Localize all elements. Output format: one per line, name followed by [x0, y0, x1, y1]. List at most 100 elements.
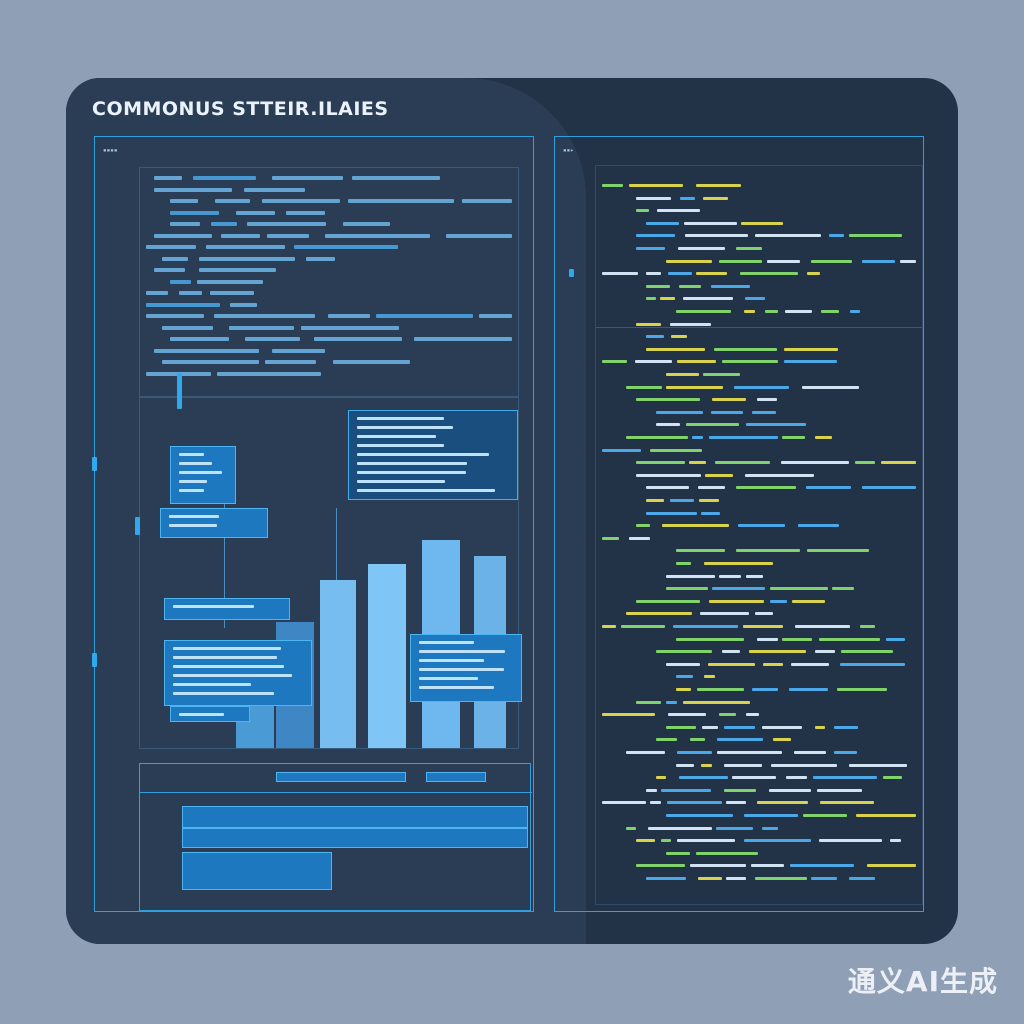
code-line-segment: [676, 637, 744, 641]
code-view[interactable]: [595, 165, 923, 905]
code-line-segment: [646, 272, 661, 276]
code-line-segment: [795, 625, 850, 628]
code-line-segment: [862, 259, 895, 263]
code-line-segment: [446, 233, 512, 238]
code-line-segment: [671, 335, 687, 339]
menu-arrow-icon[interactable]: ▪▪▸: [563, 147, 574, 154]
code-line-segment: [197, 279, 263, 284]
card-text-line: [179, 453, 204, 456]
code-line-segment: [636, 247, 665, 250]
card-text-line: [419, 659, 484, 662]
code-line-segment: [769, 788, 811, 792]
code-line-segment: [744, 814, 798, 817]
code-line-segment: [781, 461, 849, 465]
code-line-segment: [755, 877, 807, 880]
card-text-line: [357, 471, 466, 474]
code-line-segment: [704, 675, 715, 679]
code-line-segment: [646, 499, 664, 502]
code-line-segment: [726, 801, 746, 805]
code-line-segment: [229, 325, 294, 330]
code-line-segment: [170, 222, 200, 226]
code-line-segment: [666, 385, 723, 389]
menu-dots-icon[interactable]: ▪▪▪▪: [103, 147, 118, 154]
code-line-segment: [626, 385, 662, 389]
code-line-segment: [736, 247, 762, 250]
list-row[interactable]: [182, 828, 528, 848]
code-line-segment: [352, 176, 440, 180]
code-line-segment: [646, 347, 705, 351]
code-line-segment: [751, 864, 784, 868]
code-line-segment: [757, 801, 808, 805]
code-line-segment: [785, 310, 812, 313]
code-line-segment: [738, 524, 785, 528]
code-line-segment: [666, 662, 700, 666]
code-line-segment: [745, 473, 814, 477]
code-line-segment: [621, 625, 665, 628]
code-line-segment: [656, 650, 712, 654]
info-card[interactable]: [410, 634, 522, 702]
code-line-segment: [807, 549, 869, 553]
code-line-segment: [763, 662, 783, 666]
info-card[interactable]: [164, 640, 312, 706]
code-line-segment: [199, 256, 295, 261]
list-row[interactable]: [182, 806, 528, 828]
code-line-segment: [784, 360, 837, 364]
info-card[interactable]: [170, 706, 250, 722]
code-line-segment: [301, 325, 399, 330]
scroll-marker[interactable]: [92, 457, 97, 471]
code-line-segment: [661, 839, 671, 843]
code-line-segment: [692, 436, 703, 439]
bottom-panel[interactable]: [139, 763, 532, 911]
connector-line: [224, 478, 225, 628]
code-line-segment: [890, 839, 901, 843]
code-line-segment: [770, 587, 828, 591]
code-line-segment: [221, 233, 260, 238]
scroll-marker[interactable]: [92, 653, 97, 667]
code-line-segment: [244, 187, 305, 192]
code-line-segment: [703, 373, 740, 376]
code-line-segment: [815, 436, 832, 439]
code-line-segment: [755, 234, 821, 238]
info-card[interactable]: [160, 508, 268, 538]
code-line-segment: [146, 314, 204, 318]
code-line-segment: [646, 511, 697, 515]
code-line-segment: [154, 176, 182, 180]
code-line-segment: [679, 776, 728, 780]
info-card[interactable]: [170, 446, 236, 504]
code-line-segment: [807, 272, 820, 276]
code-line-segment: [862, 486, 916, 490]
toolbar-item[interactable]: [276, 772, 406, 782]
code-line-segment: [803, 814, 847, 817]
code-line-segment: [744, 310, 755, 313]
code-line-segment: [666, 851, 690, 855]
code-line-segment: [773, 738, 791, 742]
code-line-segment: [752, 688, 778, 691]
card-text-line: [357, 426, 453, 429]
card-text-line: [419, 677, 478, 680]
detail-card[interactable]: [348, 410, 518, 500]
code-line-segment: [711, 410, 743, 414]
scroll-marker[interactable]: [569, 269, 574, 277]
code-line-segment: [840, 662, 905, 666]
code-line-segment: [770, 599, 787, 603]
code-editor-area[interactable]: [139, 167, 519, 397]
info-card[interactable]: [164, 598, 290, 620]
card-text-line: [179, 471, 222, 474]
list-row[interactable]: [182, 852, 332, 890]
toolbar-item[interactable]: [426, 772, 486, 782]
code-line-segment: [752, 410, 776, 414]
code-line-segment: [146, 302, 220, 307]
code-line-segment: [813, 776, 877, 780]
code-line-segment: [636, 599, 700, 603]
scroll-marker[interactable]: [135, 517, 140, 535]
code-line-segment: [867, 864, 916, 868]
code-line-segment: [791, 662, 829, 666]
code-line-segment: [636, 839, 655, 843]
code-line-segment: [333, 360, 410, 364]
card-text-line: [173, 692, 274, 695]
code-line-segment: [849, 234, 902, 238]
code-line-segment: [786, 776, 807, 780]
code-line-segment: [743, 625, 783, 628]
code-line-segment: [462, 199, 512, 203]
code-line-segment: [376, 314, 473, 318]
